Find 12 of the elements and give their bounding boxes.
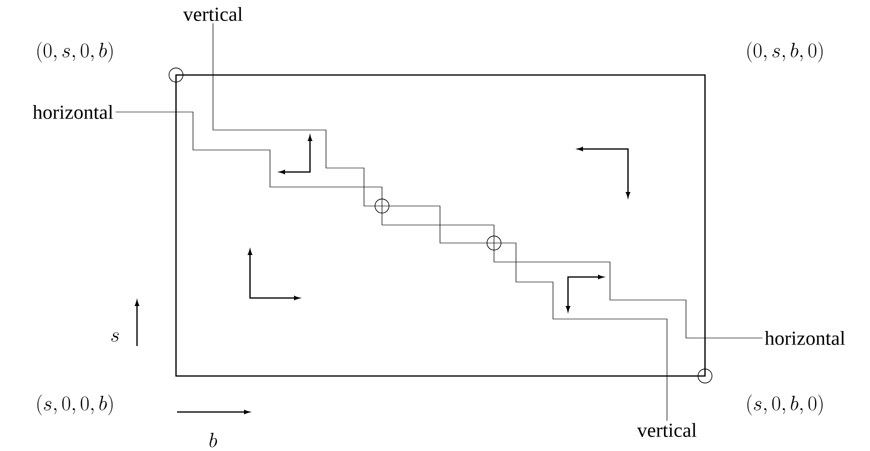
math-label: $(0,s,b,0)$ — [747, 42, 823, 62]
text-label: horizontal — [32, 104, 114, 119]
text-label: horizontal — [764, 330, 845, 345]
math-label: $(s,0,b,0)$ — [747, 394, 823, 416]
math-label: $(s,0,0,b)$ — [37, 394, 113, 416]
math-label: $s$ — [111, 332, 119, 342]
math-label: $b$ — [210, 432, 218, 448]
text-label: vertical — [637, 422, 696, 437]
math-label: $(0,s,0,b)$ — [37, 42, 113, 62]
staircase-line — [115, 112, 763, 338]
text-label: vertical — [183, 6, 242, 21]
staircase-line — [212, 22, 668, 422]
